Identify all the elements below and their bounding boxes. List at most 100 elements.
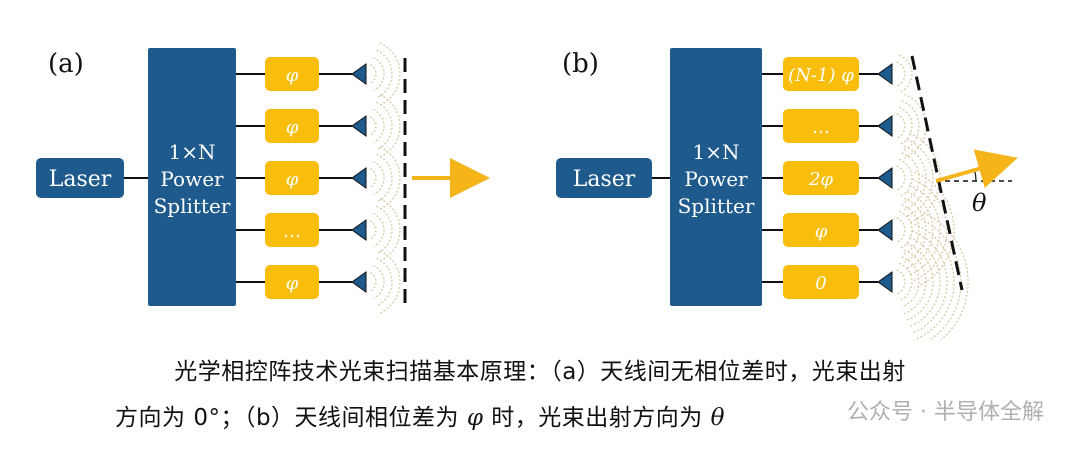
antenna-icon bbox=[351, 271, 367, 293]
panel-b-label: (b) bbox=[562, 49, 599, 79]
wave-arc bbox=[376, 153, 393, 203]
wave-arc bbox=[369, 64, 377, 84]
splitter-line2-b: Power bbox=[684, 167, 748, 191]
antenna-icon bbox=[351, 63, 367, 85]
wave-arc bbox=[899, 158, 913, 198]
wave-arc bbox=[896, 269, 906, 295]
phase-shifter-box bbox=[783, 213, 859, 247]
splitter-line3-a: Splitter bbox=[154, 194, 231, 218]
channel-rows-a: φ φ φ … φ bbox=[236, 42, 401, 314]
wave-arc bbox=[899, 262, 913, 302]
phase-shifter-label: 2φ bbox=[808, 169, 833, 190]
wave-arc bbox=[909, 236, 941, 328]
laser-box-b bbox=[556, 158, 652, 198]
caption-text-1: 光学相控阵技术光束扫描基本原理：（a）天线间无相位差时，光束出射 bbox=[174, 359, 906, 385]
diagram-canvas: (a) Laser 1×N Power Splitter φ φ φ … φ (b) L… bbox=[36, 42, 1018, 354]
wave-arc bbox=[373, 56, 385, 92]
wave-arc bbox=[373, 108, 385, 144]
phase-shifter-box bbox=[265, 265, 319, 299]
splitter-line3-b: Splitter bbox=[678, 194, 755, 218]
panel-a-label: (a) bbox=[48, 49, 84, 79]
laser-label-a: Laser bbox=[49, 167, 112, 192]
wave-arc bbox=[896, 113, 906, 139]
antenna-icon bbox=[877, 219, 893, 241]
wave-arc bbox=[909, 184, 941, 276]
antenna-icon bbox=[877, 63, 893, 85]
wave-arc bbox=[379, 42, 401, 106]
channel-rows-b: (N-1) φ … 2φ φ 0 bbox=[762, 54, 969, 354]
caption-text-2b: 时，光束出射方向为 bbox=[483, 405, 711, 431]
phase-shifter-label: φ bbox=[286, 273, 299, 294]
wave-arc bbox=[906, 191, 934, 269]
wave-arc bbox=[911, 230, 948, 334]
phase-shifter-box bbox=[265, 57, 319, 91]
wave-arc bbox=[373, 264, 385, 300]
antenna-icon bbox=[877, 167, 893, 189]
phase-shifter-box bbox=[265, 109, 319, 143]
wave-arc bbox=[901, 256, 920, 308]
phase-shifter-label: φ bbox=[286, 117, 299, 138]
wave-arc bbox=[379, 198, 401, 262]
wave-arc bbox=[914, 171, 955, 289]
wavefront-b bbox=[910, 55, 964, 291]
phase-shifter-label: … bbox=[283, 221, 301, 242]
wave-arc bbox=[896, 217, 906, 243]
wave-arc bbox=[919, 210, 969, 354]
caption-text-2a: 方向为 0°；（b）天线间相位差为 bbox=[115, 405, 467, 431]
splitter-box-b bbox=[670, 48, 762, 306]
phase-shifter-label: φ bbox=[815, 221, 828, 242]
wave-arc bbox=[376, 49, 393, 99]
wave-arc bbox=[369, 116, 377, 136]
panel-a: (a) Laser 1×N Power Splitter φ φ φ … φ bbox=[36, 42, 490, 314]
caption-line-2: 方向为 0°；（b）天线间相位差为 φ 时，光束出射方向为 θ bbox=[0, 398, 1080, 432]
phase-shifter-label: … bbox=[812, 117, 830, 138]
wave-arc bbox=[896, 61, 906, 87]
antenna-icon bbox=[877, 115, 893, 137]
wave-arc bbox=[369, 168, 377, 188]
wave-arc bbox=[899, 210, 913, 250]
laser-label-b: Laser bbox=[573, 167, 636, 192]
wave-arc bbox=[906, 139, 934, 217]
caption-theta: θ bbox=[710, 405, 725, 431]
wave-arc bbox=[379, 250, 401, 314]
wave-arc bbox=[904, 249, 927, 315]
phase-shifter-box bbox=[265, 213, 319, 247]
wave-arc bbox=[369, 220, 377, 240]
wave-arc bbox=[896, 165, 906, 191]
caption-line-1: 光学相控阵技术光束扫描基本原理：（a）天线间无相位差时，光束出射 bbox=[0, 352, 1080, 386]
wave-arc bbox=[901, 152, 920, 204]
wave-arc bbox=[899, 54, 913, 94]
antenna-icon bbox=[877, 271, 893, 293]
phase-shifter-label: 0 bbox=[815, 273, 826, 294]
laser-box-a bbox=[36, 158, 124, 198]
phase-shifter-box bbox=[783, 57, 859, 91]
wave-arc bbox=[901, 204, 920, 256]
phase-shifter-box bbox=[783, 265, 859, 299]
wave-arc bbox=[376, 101, 393, 151]
wave-arc bbox=[914, 223, 955, 341]
wave-arc bbox=[899, 106, 913, 146]
phase-shifter-label: φ bbox=[286, 169, 299, 190]
phase-shifter-label: (N-1) φ bbox=[788, 65, 854, 86]
splitter-box-a bbox=[148, 48, 236, 306]
splitter-line1-b: 1×N bbox=[693, 140, 740, 164]
wave-arc bbox=[369, 272, 377, 292]
angle-label: θ bbox=[972, 189, 987, 217]
wave-arc bbox=[376, 257, 393, 307]
wave-arc bbox=[379, 94, 401, 158]
splitter-line2-a: Power bbox=[160, 167, 224, 191]
caption-phi: φ bbox=[466, 405, 484, 431]
phase-shifter-label: φ bbox=[286, 65, 299, 86]
phase-shifter-box bbox=[783, 161, 859, 195]
phase-shifter-box bbox=[783, 109, 859, 143]
antenna-icon bbox=[351, 219, 367, 241]
wave-arc bbox=[373, 212, 385, 248]
wave-arc bbox=[906, 243, 934, 321]
beam-arrow-b bbox=[935, 149, 1018, 188]
antenna-icon bbox=[351, 167, 367, 189]
wave-arc bbox=[901, 100, 920, 152]
wave-arc bbox=[379, 146, 401, 210]
wave-arc bbox=[376, 205, 393, 255]
splitter-line1-a: 1×N bbox=[169, 140, 216, 164]
